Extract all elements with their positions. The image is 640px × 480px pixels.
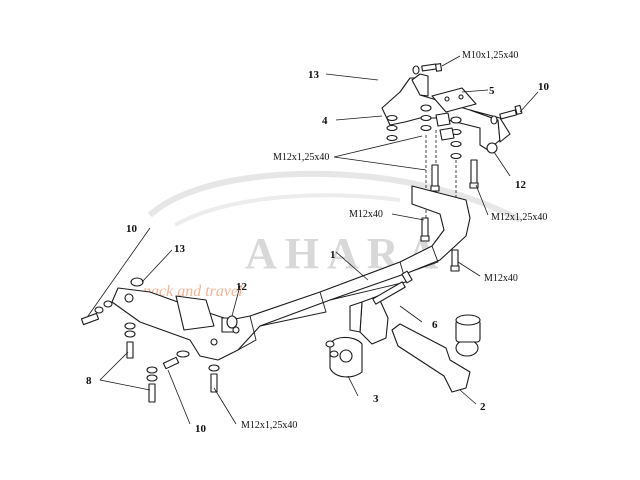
towball-part-2 (391, 314, 481, 393)
vertical-bolts (420, 159, 479, 272)
spec-upper-right: M12x1,25x40 (491, 212, 547, 223)
fastener-stack-top (386, 104, 462, 160)
spec-mid-left: M12x40 (349, 209, 383, 220)
spec-upper-left: M12x1,25x40 (273, 152, 329, 163)
ball-mount-housing (349, 270, 413, 345)
label-part-1: 1 (330, 249, 336, 261)
label-part-3: 3 (373, 393, 379, 405)
watermark-tagline: pack and travel (142, 283, 243, 300)
label-part-6: 6 (432, 319, 438, 331)
watermark: AHARA pack and travel (142, 170, 522, 300)
label-part-2: 2 (480, 401, 486, 413)
label-part-13-left: 13 (174, 243, 186, 255)
plate-part-5 (431, 87, 477, 113)
label-part-10-bottom: 10 (195, 423, 207, 435)
leader-lines (87, 55, 539, 425)
label-part-12-center: 12 (236, 281, 248, 293)
bolt-spec-labels: M10x1,25x40 M12x1,25x40 M12x1,25x40 M12x… (241, 50, 547, 431)
label-part-10-left: 10 (126, 223, 138, 235)
label-part-12-right: 12 (515, 179, 527, 191)
label-part-13-top: 13 (308, 69, 320, 81)
part-number-labels: 13 4 5 10 12 1 6 3 2 10 13 12 8 10 (86, 69, 550, 435)
label-part-4: 4 (322, 115, 328, 127)
socket-plate-part-3 (325, 336, 363, 378)
spec-top: M10x1,25x40 (462, 50, 518, 61)
label-part-5: 5 (489, 85, 495, 97)
spec-bottom: M12x1,25x40 (241, 420, 297, 431)
spec-mid-right: M12x40 (484, 273, 518, 284)
label-part-8: 8 (86, 375, 92, 387)
bolt-m10-top (412, 63, 443, 75)
label-part-10-top: 10 (538, 81, 550, 93)
left-end-fasteners (80, 277, 238, 403)
